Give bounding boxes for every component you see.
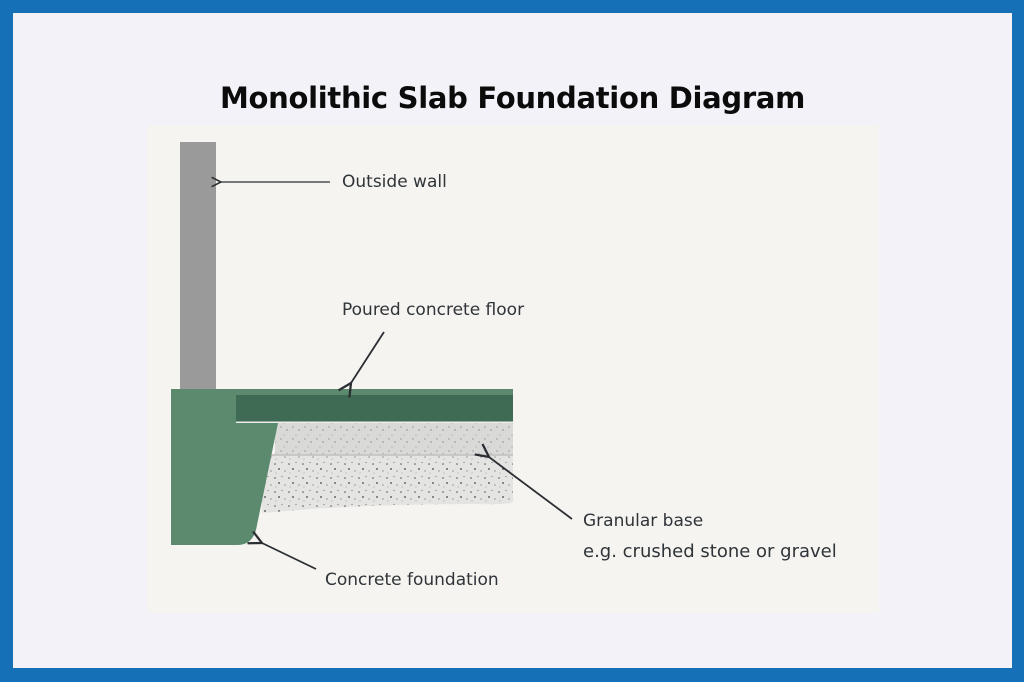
arrow-concrete-foundation (262, 543, 317, 570)
label-concrete-foundation: Concrete foundation (325, 570, 499, 590)
label-outside-wall: Outside wall (342, 172, 447, 192)
label-granular-base-note: e.g. crushed stone or gravel (583, 541, 837, 562)
diagram-panel: Outside wall Poured concrete floor Granu… (147, 125, 879, 613)
label-granular-base: Granular base (583, 511, 704, 531)
granular-base-lower (262, 455, 513, 513)
label-poured-concrete-floor: Poured concrete floor (342, 300, 525, 320)
foundation-illustration (171, 142, 573, 570)
arrow-granular-base (489, 457, 573, 520)
arrow-poured-floor (351, 331, 385, 383)
poured-concrete-floor (236, 395, 513, 422)
concrete-foundation (171, 389, 513, 545)
outside-wall (180, 142, 216, 389)
diagram-title: Monolithic Slab Foundation Diagram (219, 81, 806, 115)
granular-base-upper (275, 423, 513, 455)
